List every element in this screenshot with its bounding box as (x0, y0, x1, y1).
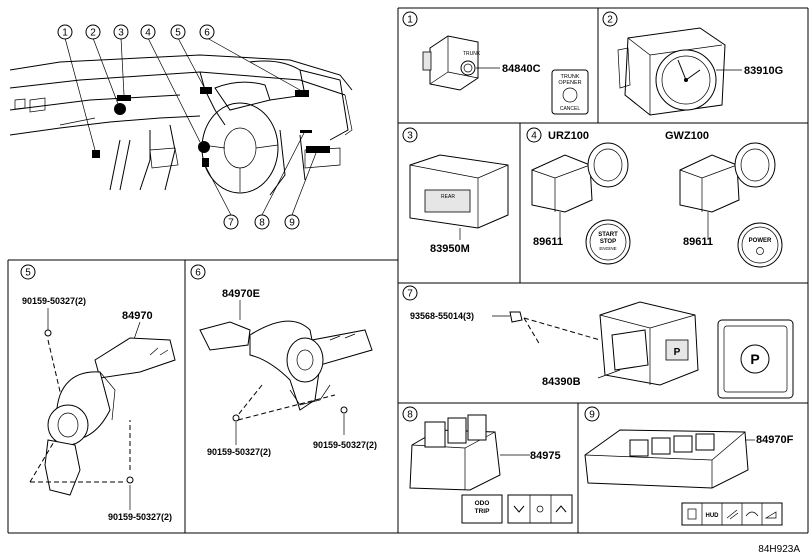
parking-brake-symbol: P (750, 351, 759, 367)
part-number-84970f: 84970F (756, 434, 794, 446)
panel-5: 5 90159-50327(2) 84970 90159-50327(2) (20, 264, 176, 522)
part-number-89611-right: 89611 (683, 236, 713, 248)
marker-7 (202, 158, 209, 167)
marker-6 (295, 90, 309, 97)
marker-5 (200, 87, 212, 94)
callout-circle-7: 7 (223, 214, 239, 230)
callout-circle-6: 6 (199, 24, 215, 40)
chevron-up-icon (555, 505, 567, 513)
marker-9 (306, 146, 330, 153)
start-text-1: START (598, 232, 618, 238)
switch-icon (687, 508, 697, 520)
panel-1: 1 TRUNK 84840C TRUNK OPENER CANCEL (402, 11, 589, 115)
callout-label: 7 (228, 218, 234, 229)
callout-label: 4 (145, 28, 151, 39)
wave-icon (745, 511, 759, 517)
panel-3: 3 REAR 83950M (402, 127, 509, 255)
seat-icon (726, 509, 739, 520)
power-text: POWER (749, 238, 772, 244)
callout-label: 2 (90, 28, 96, 39)
panel-index: 9 (589, 410, 595, 421)
dashboard-overview (9, 37, 353, 216)
callout-label: 6 (204, 28, 210, 39)
panel-4: 4 URZ100 GWZ100 89611 START STOP ENGINE … (526, 127, 783, 268)
screw-label-2: 90159-50327(2) (313, 440, 377, 450)
panel-index: 5 (25, 268, 31, 279)
callout-circle-1: 1 (57, 24, 73, 40)
part-number-83950m: 83950M (430, 243, 470, 255)
callout-circle-4: 4 (140, 24, 156, 40)
screw-label-1: 90159-50327(2) (207, 447, 271, 457)
panel-index: 7 (407, 289, 413, 300)
button-text-line1: TRUNK (561, 74, 580, 80)
callout-label: 8 (259, 218, 265, 229)
screw-label-2: 90159-50327(2) (108, 512, 172, 522)
frame-lines (7, 7, 809, 534)
panel-index: 2 (607, 15, 613, 26)
callout-circle-2: 2 (85, 24, 101, 40)
panel-index: 3 (407, 131, 413, 142)
odo-text: ODO (475, 500, 490, 507)
panel-index: 1 (407, 15, 413, 26)
power-icon (756, 247, 764, 255)
panel-index: 6 (195, 268, 201, 279)
callout-circle-5: 5 (170, 24, 186, 40)
hud-text: HUD (706, 513, 720, 519)
panel-2: 2 83910G (602, 11, 783, 116)
trip-text: TRIP (475, 508, 490, 515)
screw-label-1: 90159-50327(2) (22, 296, 86, 306)
panel-index: 8 (407, 410, 413, 421)
panel-7: 7 93568-55014(3) P 84390B P (402, 285, 794, 399)
button-text-line2: OPENER (558, 80, 581, 86)
callout-label: 3 (118, 28, 124, 39)
callout-label: 9 (289, 218, 295, 229)
panel-8: 8 84975 ODO TRIP (402, 406, 573, 524)
parking-symbol-small: P (674, 347, 681, 358)
part-number-84975: 84975 (530, 450, 561, 462)
marker-8 (300, 130, 312, 133)
part-number-84970e: 84970E (222, 288, 260, 300)
callout-circle-3: 3 (113, 24, 129, 40)
small-label: TRUNK (463, 51, 481, 57)
callout-label: 5 (175, 28, 181, 39)
button-sub-text: CANCEL (560, 106, 581, 112)
variant-right: GWZ100 (665, 130, 709, 142)
part-number-84970: 84970 (122, 310, 153, 322)
start-text-2: STOP (600, 239, 616, 245)
panel-9: 9 84970F HUD (584, 406, 794, 526)
marker-4 (198, 141, 210, 153)
start-text-3: ENGINE (599, 246, 616, 251)
marker-1 (92, 150, 100, 158)
marker-2 (114, 103, 126, 115)
panel-6: 6 84970E 90159-50327(2) 90159-50327(2) (190, 264, 377, 457)
screw-label: 93568-55014(3) (410, 311, 474, 321)
callout-circle-8: 8 (254, 214, 270, 230)
part-number-84840c: 84840C (502, 63, 541, 75)
part-number-83910g: 83910G (744, 65, 783, 77)
arrow-icon (764, 511, 777, 519)
figure-code: 84H923A (758, 544, 800, 555)
part-number-84390b: 84390B (542, 376, 581, 388)
part-number-89611-left: 89611 (533, 236, 563, 248)
panel-index: 4 (531, 131, 537, 142)
chevron-down-icon (513, 505, 525, 513)
callout-circle-9: 9 (284, 214, 300, 230)
variant-left: URZ100 (548, 130, 589, 142)
marker-3 (117, 95, 131, 101)
callout-label: 1 (62, 28, 68, 39)
rear-label: REAR (441, 194, 455, 200)
mode-icon (536, 505, 544, 513)
